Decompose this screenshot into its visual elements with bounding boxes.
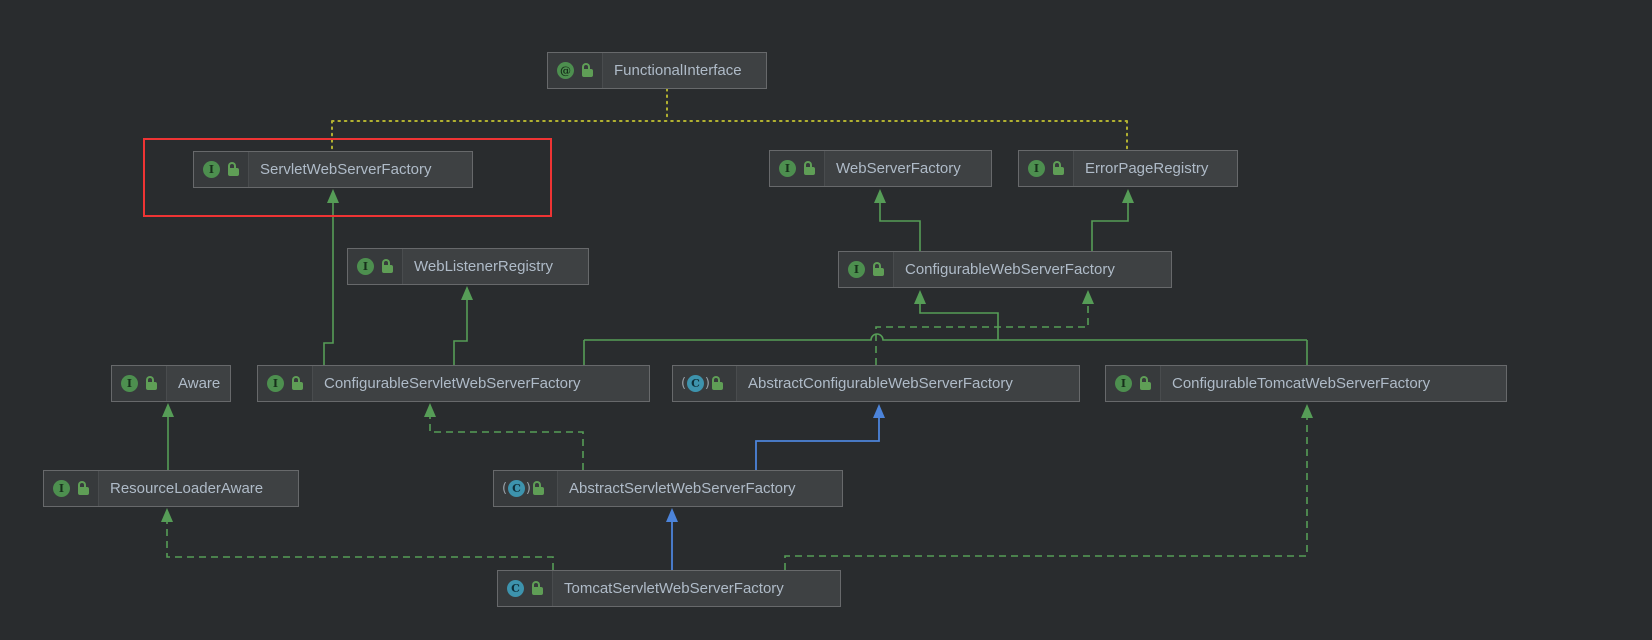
arrowhead (1301, 404, 1313, 418)
edge-abstractservlet-extends-abstractconfigurable (755, 416, 880, 470)
node-icons: I (258, 366, 313, 401)
node-icons: C (498, 571, 553, 606)
edge-configurablewebserverfactory-extends-webserverfactory (879, 200, 921, 251)
class-name-label: WebListenerRegistry (414, 258, 553, 275)
class-name-label: ConfigurableTomcatWebServerFactory (1172, 375, 1431, 392)
public-lock-icon (1053, 161, 1064, 175)
class-node-servlet-web-server-factory[interactable]: I ServletWebServerFactory (193, 151, 473, 188)
class-name-label: FunctionalInterface (614, 62, 742, 79)
class-name-label: ResourceLoaderAware (110, 480, 264, 497)
interface-icon: I (357, 258, 374, 275)
class-name-label: AbstractConfigurableWebServerFactory (748, 375, 1013, 392)
class-name-label: ErrorPageRegistry (1085, 160, 1209, 177)
arrowhead (1082, 290, 1094, 304)
class-node-resource-loader-aware[interactable]: I ResourceLoaderAware (43, 470, 299, 507)
class-node-configurable-servlet-web-server-factory[interactable]: I ConfigurableServletWebServerFactory (257, 365, 650, 402)
edge-abstractservlet-implements-configurableservlet (429, 415, 584, 470)
node-icons: I (44, 471, 99, 506)
abstract-class-icon: C (681, 374, 710, 393)
node-icons: C (673, 366, 737, 401)
node-icons: I (770, 151, 825, 186)
interface-icon: I (1115, 375, 1132, 392)
public-lock-icon (582, 63, 593, 77)
class-node-tomcat-servlet-web-server-factory[interactable]: C TomcatServletWebServerFactory (497, 570, 841, 607)
public-lock-icon (533, 481, 544, 495)
edge-configurableservlet-extends-servletwebserverfactory (323, 200, 334, 365)
public-lock-icon (873, 262, 884, 276)
public-lock-icon (712, 376, 723, 390)
public-lock-icon (146, 376, 157, 390)
interface-icon: I (848, 261, 865, 278)
class-node-aware[interactable]: I Aware (111, 365, 231, 402)
arrowhead (327, 189, 339, 203)
node-icons: I (194, 152, 249, 187)
class-name-label: WebServerFactory (836, 160, 961, 177)
arrowhead (424, 403, 436, 417)
arrowhead (162, 403, 174, 417)
class-node-web-server-factory[interactable]: I WebServerFactory (769, 150, 992, 187)
arrowhead (914, 290, 926, 304)
edge-tomcatservlet-implements-configurabletomcat (784, 416, 1308, 570)
public-lock-icon (532, 581, 543, 595)
arrowhead (1122, 189, 1134, 203)
class-node-configurable-tomcat-web-server-factory[interactable]: I ConfigurableTomcatWebServerFactory (1105, 365, 1507, 402)
arrowhead (874, 189, 886, 203)
node-icons: I (112, 366, 167, 401)
edge-abstractconfigurable-implements-configurablewebserverfactory (875, 301, 1089, 365)
node-icons: I (1106, 366, 1161, 401)
class-name-label: ServletWebServerFactory (260, 161, 432, 178)
public-lock-icon (292, 376, 303, 390)
node-icons: C (494, 471, 558, 506)
node-icons: @ (548, 53, 603, 88)
public-lock-icon (228, 162, 239, 176)
interface-icon: I (203, 161, 220, 178)
class-node-functional-interface[interactable]: @ FunctionalInterface (547, 52, 767, 89)
edge-configurableservlet-extends-weblistenerregistry (453, 298, 468, 365)
interface-icon: I (267, 375, 284, 392)
class-name-label: TomcatServletWebServerFactory (564, 580, 784, 597)
public-lock-icon (1140, 376, 1151, 390)
abstract-class-icon: C (502, 479, 531, 498)
edge-configurablewebserverfactory-extends-errorpageregistry (1091, 200, 1129, 251)
class-name-label: Aware (178, 375, 221, 392)
public-lock-icon (78, 481, 89, 495)
annotation-icon: @ (557, 62, 574, 79)
class-name-label: ConfigurableWebServerFactory (905, 261, 1115, 278)
node-icons: I (839, 252, 894, 287)
edge-trunk-extends-configurablewebserverfactory (583, 301, 1308, 365)
arrowhead (873, 404, 885, 418)
class-node-configurable-web-server-factory[interactable]: I ConfigurableWebServerFactory (838, 251, 1172, 288)
interface-icon: I (1028, 160, 1045, 177)
class-name-label: ConfigurableServletWebServerFactory (324, 375, 581, 392)
arrowhead (666, 508, 678, 522)
node-icons: I (348, 249, 403, 284)
class-icon: C (507, 580, 524, 597)
edge-annotation-links (331, 88, 1128, 151)
public-lock-icon (804, 161, 815, 175)
interface-icon: I (53, 480, 70, 497)
edge-tomcatservlet-implements-resourceloaderaware (166, 520, 554, 570)
class-node-error-page-registry[interactable]: I ErrorPageRegistry (1018, 150, 1238, 187)
class-name-label: AbstractServletWebServerFactory (569, 480, 796, 497)
class-node-abstract-servlet-web-server-factory[interactable]: C AbstractServletWebServerFactory (493, 470, 843, 507)
class-node-abstract-configurable-web-server-factory[interactable]: C AbstractConfigurableWebServerFactory (672, 365, 1080, 402)
arrowhead (461, 286, 473, 300)
public-lock-icon (382, 259, 393, 273)
interface-icon: I (121, 375, 138, 392)
node-icons: I (1019, 151, 1074, 186)
class-node-web-listener-registry[interactable]: I WebListenerRegistry (347, 248, 589, 285)
interface-icon: I (779, 160, 796, 177)
arrowhead (161, 508, 173, 522)
